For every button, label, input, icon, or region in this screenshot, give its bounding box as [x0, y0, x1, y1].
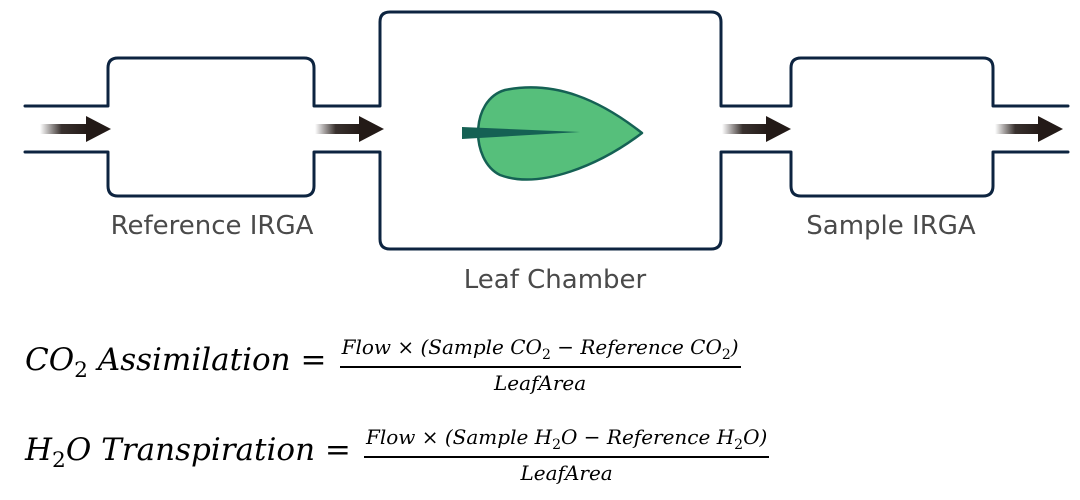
- co2-assimilation-equation: CO2 Assimilation = Flow × (Sample CO2 − …: [25, 335, 741, 395]
- gas-exchange-diagram: Reference IRGA Leaf Chamber Sample IRGA: [23, 10, 1070, 295]
- co2-fraction-bar: [339, 366, 741, 368]
- leaf-chamber-label: Leaf Chamber: [464, 265, 647, 295]
- h2o-equation-denominator: LeafArea: [520, 461, 613, 485]
- flow-arrow-to-sample: [722, 116, 791, 142]
- h2o-transpiration-equation: H2O Transpiration = Flow × (Sample H2O −…: [25, 425, 770, 485]
- h2o-equation-fraction: Flow × (Sample H2O − Reference H2O) Leaf…: [363, 425, 770, 485]
- co2-equation-fraction: Flow × (Sample CO2 − Reference CO2) Leaf…: [339, 335, 741, 395]
- reference-irga-label: Reference IRGA: [111, 211, 314, 241]
- h2o-equation-lhs: H2O Transpiration =: [25, 431, 351, 473]
- h2o-fraction-bar: [363, 456, 770, 458]
- co2-equation-lhs: CO2 Assimilation =: [25, 341, 327, 383]
- co2-equation-numerator: Flow × (Sample CO2 − Reference CO2): [341, 335, 739, 363]
- flow-arrow-to-chamber: [315, 116, 384, 142]
- flow-path-bottom-outline: [23, 150, 1070, 251]
- sample-irga-label: Sample IRGA: [806, 211, 976, 241]
- flow-path-top-outline: [23, 10, 1070, 108]
- co2-equation-denominator: LeafArea: [493, 371, 587, 395]
- leaf-icon: [462, 86, 644, 181]
- flow-arrow-outlet: [995, 116, 1063, 142]
- flow-arrow-inlet: [40, 116, 111, 142]
- h2o-equation-numerator: Flow × (Sample H2O − Reference H2O): [365, 425, 768, 453]
